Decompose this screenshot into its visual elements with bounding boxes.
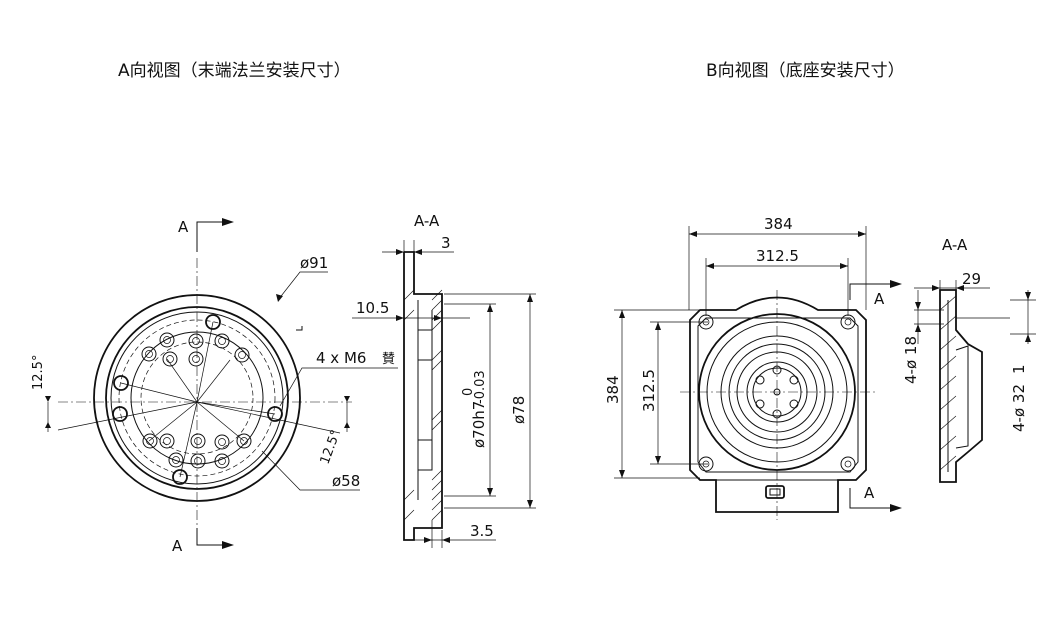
connector-inner: [769, 488, 781, 496]
height-outer-label: 384: [604, 375, 622, 404]
dim-10-5-label: 10.5: [356, 299, 389, 317]
mounting-hole: [112, 406, 128, 422]
mounting-hole: [267, 406, 283, 422]
mounting-hole: [113, 375, 129, 391]
dim-3-label: 3: [441, 234, 451, 252]
width-outer-label: 384: [764, 215, 793, 233]
connector: [765, 485, 785, 499]
base-dim-29-label: 29: [962, 270, 981, 288]
diameter-91-callout: ø91: [276, 254, 328, 302]
base-section-mark-top: A: [874, 290, 885, 308]
base-dim-29: 29: [914, 270, 990, 292]
corner-hole: [840, 456, 856, 472]
base-section-mark-bottom: A: [864, 484, 875, 502]
dim-3-5: 3.5: [410, 520, 496, 548]
width-inner-label: 312.5: [756, 247, 799, 265]
dim-70h7-label: ø70h7: [470, 401, 488, 448]
base-section-title: A-A: [942, 236, 968, 254]
corner-hole: [698, 314, 714, 330]
angle-left-label: 12.5°: [31, 355, 46, 390]
section-arrow-bottom: A: [172, 528, 234, 555]
height-dim-outer: 384: [604, 309, 700, 479]
tol-upper: 0: [461, 388, 476, 396]
inner-rim-circle: [110, 311, 284, 485]
port-cluster-upper: [141, 332, 250, 367]
height-dim-inner: 312.5: [640, 321, 708, 465]
mounting-hole: [205, 314, 221, 330]
dim-3-5-label: 3.5: [470, 522, 494, 540]
width-dim-inner: 312.5: [705, 247, 849, 316]
corner-hole: [698, 456, 714, 472]
tol-lower: -0.03: [473, 370, 488, 404]
inner-circle-1: [130, 331, 264, 465]
base-inner-outline: [697, 317, 859, 473]
height-inner-label: 312.5: [640, 369, 658, 412]
diameter-58-label: ø58: [332, 472, 360, 490]
dim-78: ø78: [444, 293, 536, 509]
thread-suffix: 賛: [382, 352, 395, 367]
flange-section-view: A-A: [352, 212, 536, 548]
flange-front-view: A A: [31, 218, 398, 555]
base-front-view: 384 312.5 384 312.5: [604, 215, 902, 520]
base-hole-18: 4-ø 18: [902, 290, 944, 384]
dim-78-label: ø78: [510, 396, 528, 424]
diameter-91-label: ø91: [300, 254, 328, 272]
flange-face-circle: [105, 306, 289, 490]
base-hole-18-label: 4-ø 18: [902, 336, 920, 384]
base-section-hatching: [939, 295, 957, 471]
corner-hole: [840, 314, 856, 330]
angle-dim-left: 12.5°: [31, 355, 51, 432]
base-hole-32-label: 4-ø 32: [1010, 384, 1028, 432]
section-mark-top: A: [178, 218, 189, 236]
section-mark-bottom: A: [172, 537, 183, 555]
base-section-arrow-top: A: [849, 280, 902, 308]
dim-10-5: 10.5: [352, 299, 470, 321]
bolt-circle: [118, 319, 276, 477]
mounting-hole: [172, 469, 188, 485]
section-a-title: A-A: [414, 212, 440, 230]
section-hatching: [403, 289, 443, 521]
thread-label: 4 x M6: [316, 349, 366, 367]
base-depth-label: 1: [1010, 364, 1028, 374]
dim-70h7: ø70h7 0 -0.03: [444, 303, 496, 497]
angle-dim-right: 12.5°: [318, 396, 350, 466]
corner-mounting-holes: [698, 314, 856, 472]
thread-callout: 4 x M6 賛: [279, 349, 398, 407]
inner-circle-2: [140, 341, 254, 455]
keyway-notch: [296, 326, 303, 331]
base-section-view: A-A 29: [902, 236, 1036, 483]
port-cluster-lower: [142, 433, 252, 469]
radial-lines: [57, 321, 341, 478]
base-section-arrow-bottom: A: [849, 484, 902, 512]
view-b-title: B向视图（底座安装尺寸）: [706, 61, 905, 81]
angle-right-label: 12.5°: [318, 428, 344, 466]
width-dim-outer: 384: [688, 215, 867, 310]
dim-3: 3: [382, 234, 454, 256]
base-hole-32: 4-ø 32 1: [956, 290, 1036, 432]
view-a-title: A向视图（末端法兰安装尺寸）: [118, 61, 351, 81]
base-section-profile: [939, 289, 983, 483]
flange-profile: [403, 251, 443, 541]
mounting-holes: [112, 314, 283, 485]
section-arrow-top: A: [178, 218, 234, 252]
outer-flange-circle: [93, 294, 301, 502]
diameter-58-callout: ø58: [261, 450, 360, 491]
